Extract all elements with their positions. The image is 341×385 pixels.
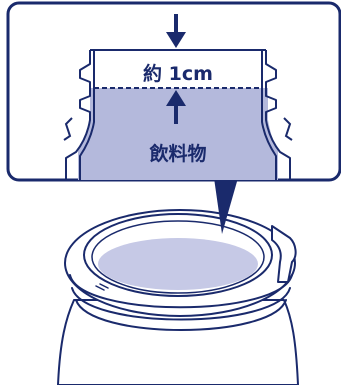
- neck-left-wall: [65, 50, 91, 180]
- bottle-thread-2: [71, 287, 291, 321]
- thread-detail-mark: [95, 285, 105, 291]
- up-arrow-icon: [166, 90, 186, 106]
- bottle-body-outline: [57, 299, 299, 385]
- bottle-hinge-tab: [271, 225, 297, 283]
- thread-detail-mark-2: [99, 283, 109, 289]
- liquid-surface: [98, 238, 258, 290]
- callout-pointer: [214, 178, 238, 234]
- neck-left-inner: [79, 50, 95, 180]
- neck-cross-section: [63, 49, 293, 180]
- liquid-label: 飲料物: [148, 142, 206, 165]
- neck-left-thread: [63, 117, 73, 141]
- bottle-thread-3: [75, 299, 287, 331]
- neck-right-thread: [283, 117, 293, 141]
- down-arrow-icon: [166, 32, 186, 48]
- bottle-illustration: [57, 209, 299, 385]
- neck-right-inner: [261, 50, 277, 180]
- bottle-thread-1: [69, 274, 293, 309]
- gap-label: 約 1cm: [143, 62, 213, 85]
- neck-right-wall: [265, 50, 291, 180]
- gap-dimension: [166, 14, 186, 124]
- liquid-fill: [78, 88, 278, 180]
